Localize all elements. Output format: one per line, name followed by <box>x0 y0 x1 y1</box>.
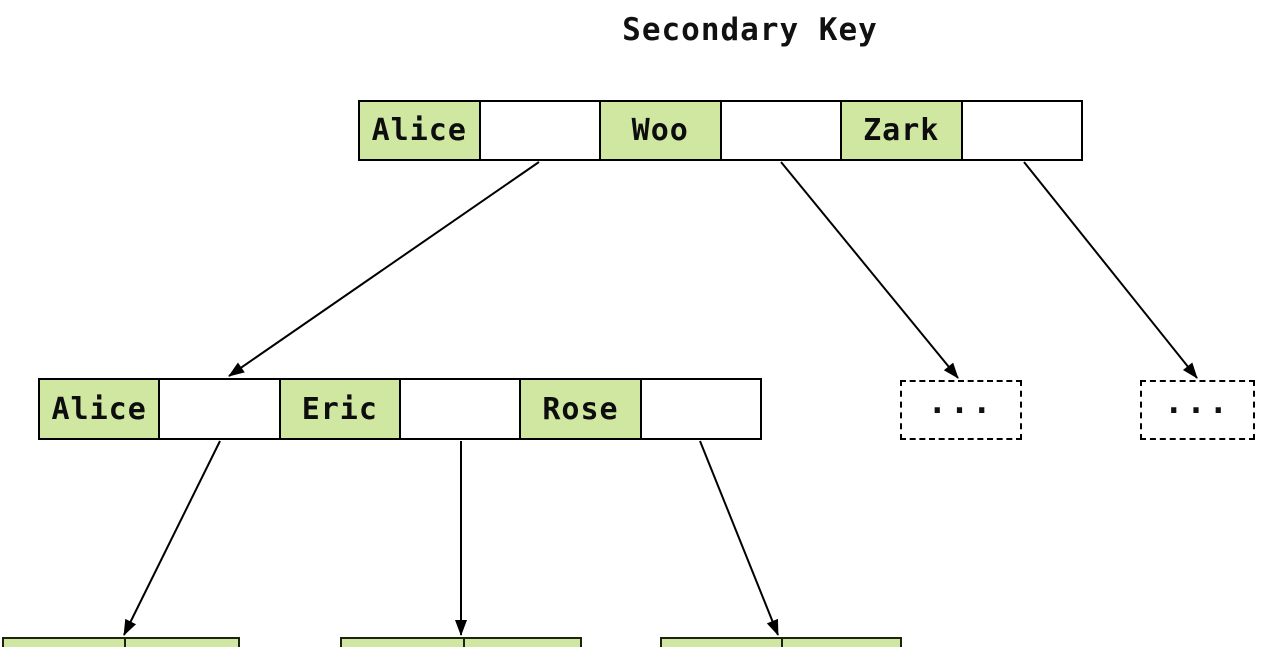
leaf-node-3 <box>660 637 902 647</box>
internal-node-pointer-cell-4 <box>398 380 520 438</box>
dashed-node-2-ellipsis-label: ... <box>1164 383 1231 421</box>
internal-node-key-cell-1: Alice <box>40 380 159 438</box>
root-node-key-cell-1: Alice <box>360 102 479 159</box>
internal-node-key-cell-3: Eric <box>278 380 399 438</box>
leaf-node-1-divider <box>124 639 126 647</box>
arrow-root-to-dashed-2 <box>1023 161 1198 379</box>
leaf-node-2 <box>340 637 582 647</box>
internal-node-pointer-cell-2 <box>158 380 279 438</box>
leaf-node-2-divider <box>463 639 465 647</box>
root-node-pointer-cell-6 <box>960 102 1081 159</box>
internal-node-key-cell-5: Rose <box>519 380 640 438</box>
dashed-node-1: ... <box>900 380 1022 440</box>
root-node-key-cell-5: Zark <box>840 102 961 159</box>
leaf-node-3-divider <box>781 639 783 647</box>
arrow-internal-to-leaf-3 <box>699 440 779 636</box>
dashed-node-1-ellipsis-label: ... <box>927 383 995 421</box>
diagram-title: Secondary Key <box>622 12 878 48</box>
arrow-root-to-internal <box>228 161 540 377</box>
arrow-root-to-dashed-1 <box>780 161 959 379</box>
internal-node-pointer-cell-6 <box>639 380 760 438</box>
leaf-node-1 <box>2 637 240 647</box>
internal-node: Alice Eric Rose <box>38 378 762 440</box>
arrow-internal-to-leaf-1 <box>123 440 221 636</box>
dashed-node-2: ... <box>1140 380 1255 440</box>
root-node: Alice Woo Zark <box>358 100 1083 161</box>
root-node-key-cell-3: Woo <box>599 102 720 159</box>
root-node-pointer-cell-4 <box>719 102 840 159</box>
root-node-pointer-cell-2 <box>478 102 599 159</box>
